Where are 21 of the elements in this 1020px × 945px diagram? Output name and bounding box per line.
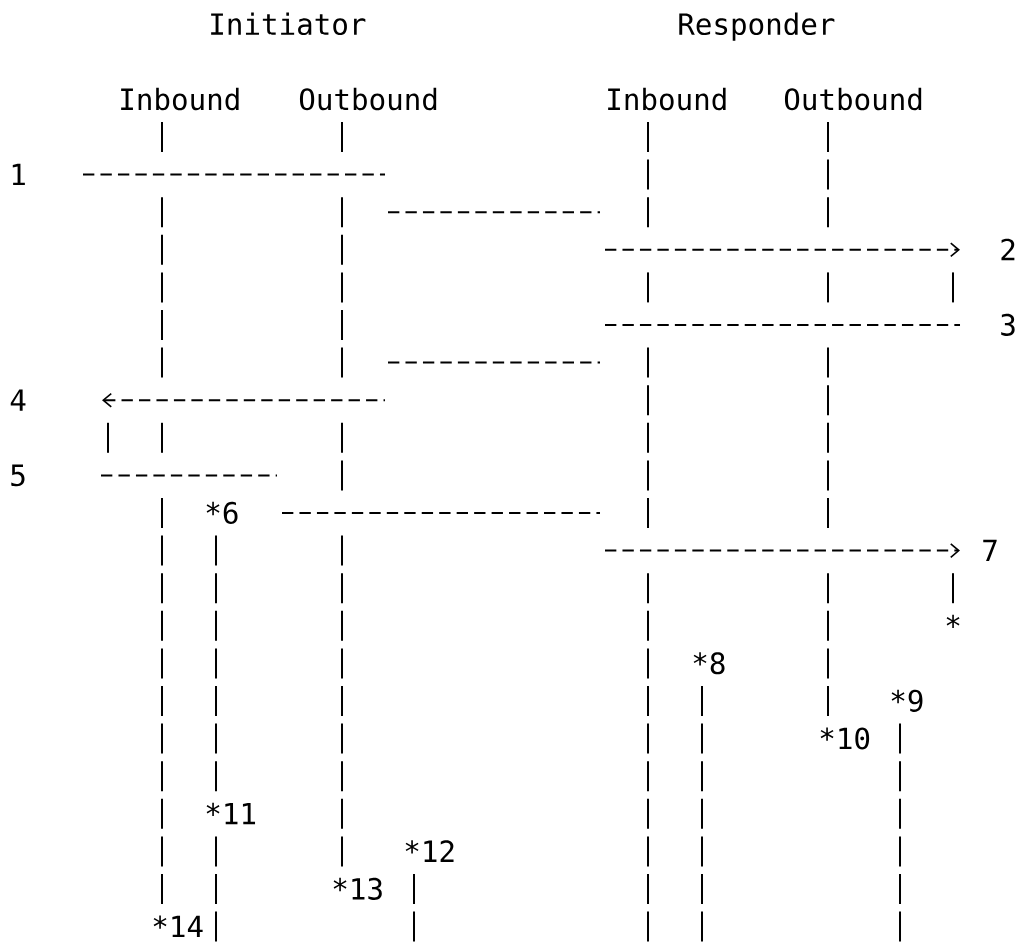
step-marker: *8 (693, 652, 725, 675)
step-marker: *12 (405, 840, 454, 862)
lifeline-label: Inbound (608, 87, 726, 111)
step-marker: *13 (333, 877, 382, 900)
lifeline-label: Outbound (784, 87, 922, 111)
step-number: 3 (1001, 313, 1015, 336)
lifeline-label: Inbound (121, 87, 239, 111)
column-heading: Responder (679, 12, 835, 41)
lifeline-label: Outbound (299, 87, 437, 111)
step-number: 1 (12, 163, 25, 186)
column-heading: Initiator (211, 12, 366, 36)
step-marker: *9 (891, 689, 923, 712)
step-marker: *11 (206, 802, 256, 825)
step-number: 7 (983, 539, 997, 562)
end-marker: * (946, 614, 960, 628)
step-number: 4 (10, 389, 26, 411)
step-number: 2 (1001, 238, 1015, 261)
step-marker: *14 (153, 915, 203, 938)
step-number: 5 (11, 464, 25, 487)
step-marker: *10 (820, 727, 870, 750)
step-marker: *6 (206, 501, 238, 524)
